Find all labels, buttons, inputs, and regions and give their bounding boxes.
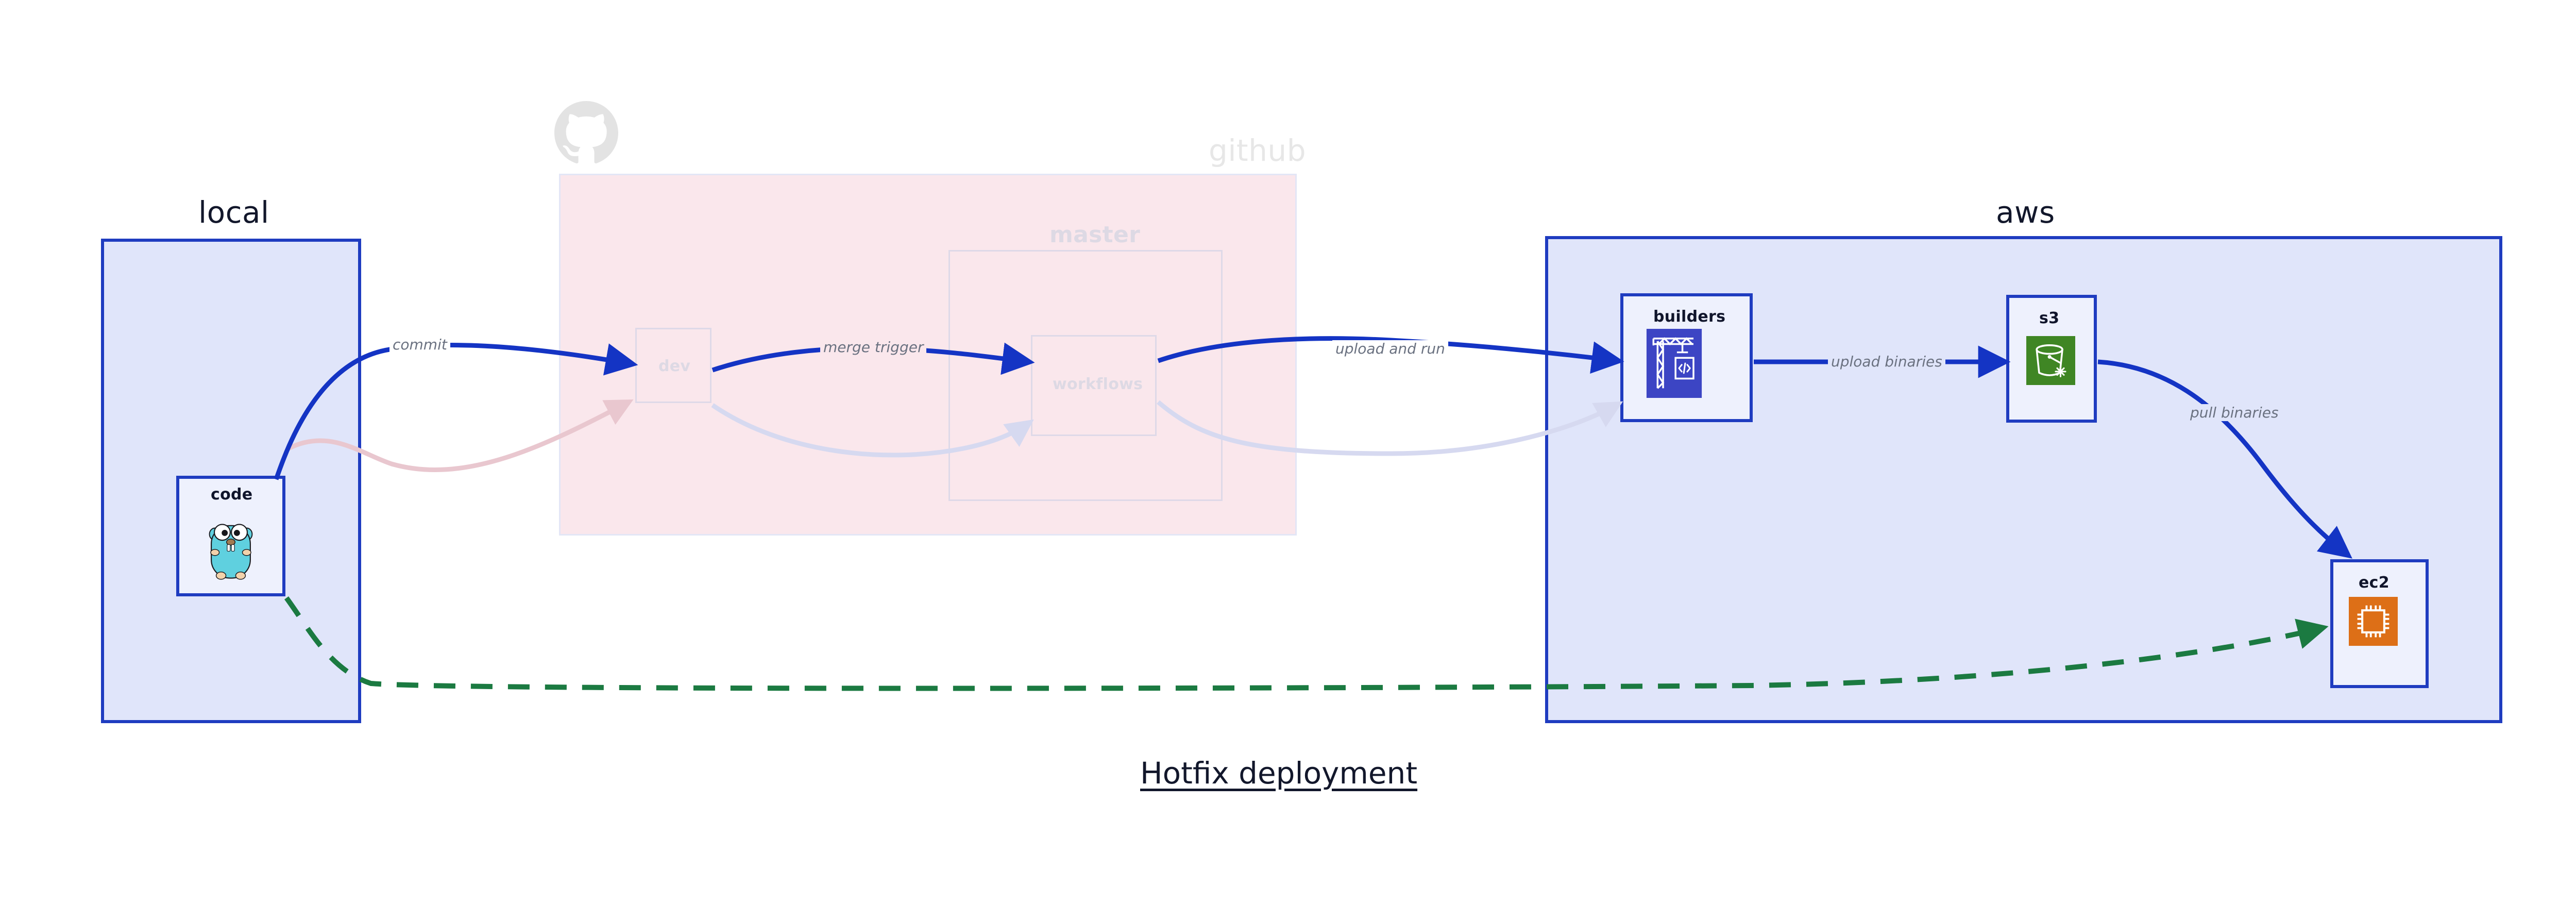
crane-code-icon xyxy=(1646,329,1702,398)
node-label-master: master xyxy=(1049,222,1141,248)
diagram-title: Hotfix deployment xyxy=(1140,756,1418,791)
edge-label-commit: commit xyxy=(389,336,450,353)
edge-label-pull-binaries: pull binaries xyxy=(2187,404,2282,421)
group-label-aws: aws xyxy=(1996,195,2055,230)
edge-hotfix-direct[interactable] xyxy=(284,596,2329,691)
cpu-chip-icon xyxy=(2349,597,2398,646)
node-label-code: code xyxy=(211,486,253,504)
edge-ghost-return-2 xyxy=(1157,400,1623,456)
edge-label-upload-binaries: upload binaries xyxy=(1828,353,1945,370)
node-label-builders: builders xyxy=(1653,308,1726,326)
edge-ghost-return-1 xyxy=(711,403,1034,458)
node-dev[interactable] xyxy=(635,328,711,403)
edge-commit[interactable] xyxy=(274,343,638,480)
edge-pull-binaries[interactable] xyxy=(2097,359,2352,559)
bucket-icon xyxy=(2026,336,2075,385)
go-gopher-icon xyxy=(197,508,265,585)
node-workflows[interactable] xyxy=(1031,335,1157,436)
github-octocat-icon xyxy=(554,101,618,165)
group-label-local: local xyxy=(198,195,269,230)
edge-label-merge-trigger: merge trigger xyxy=(820,339,927,356)
node-label-ec2: ec2 xyxy=(2359,574,2389,592)
node-label-workflows: workflows xyxy=(1053,375,1143,393)
edge-label-upload-and-run: upload and run xyxy=(1332,340,1448,357)
edge-ghost-return-3 xyxy=(287,399,634,472)
node-label-s3: s3 xyxy=(2039,309,2060,327)
node-label-dev: dev xyxy=(658,357,691,375)
group-label-github: github xyxy=(1209,133,1307,168)
